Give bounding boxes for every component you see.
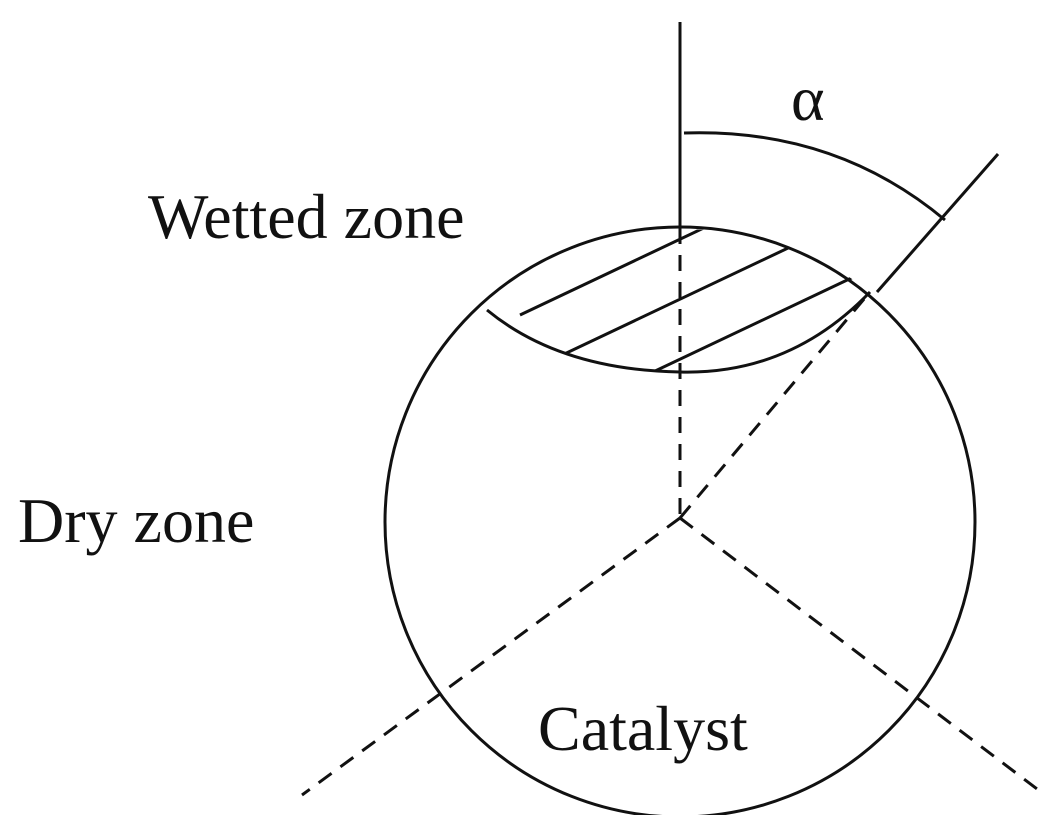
wetted-zone-label: Wetted zone bbox=[148, 181, 464, 252]
angle-alpha-label: α bbox=[791, 63, 825, 134]
inclined-line bbox=[875, 153, 1000, 293]
dashed-line-lower-right bbox=[679, 516, 1046, 797]
dashed-line-lower-left bbox=[301, 516, 681, 797]
dashed-construction-lines bbox=[301, 228, 1046, 797]
dry-zone-label: Dry zone bbox=[18, 485, 254, 556]
angle-alpha-arc bbox=[683, 131, 946, 222]
dashed-line-to-wetted-edge bbox=[678, 291, 872, 519]
wetted-zone-hatching bbox=[519, 229, 870, 373]
catalyst-label: Catalyst bbox=[538, 693, 748, 764]
